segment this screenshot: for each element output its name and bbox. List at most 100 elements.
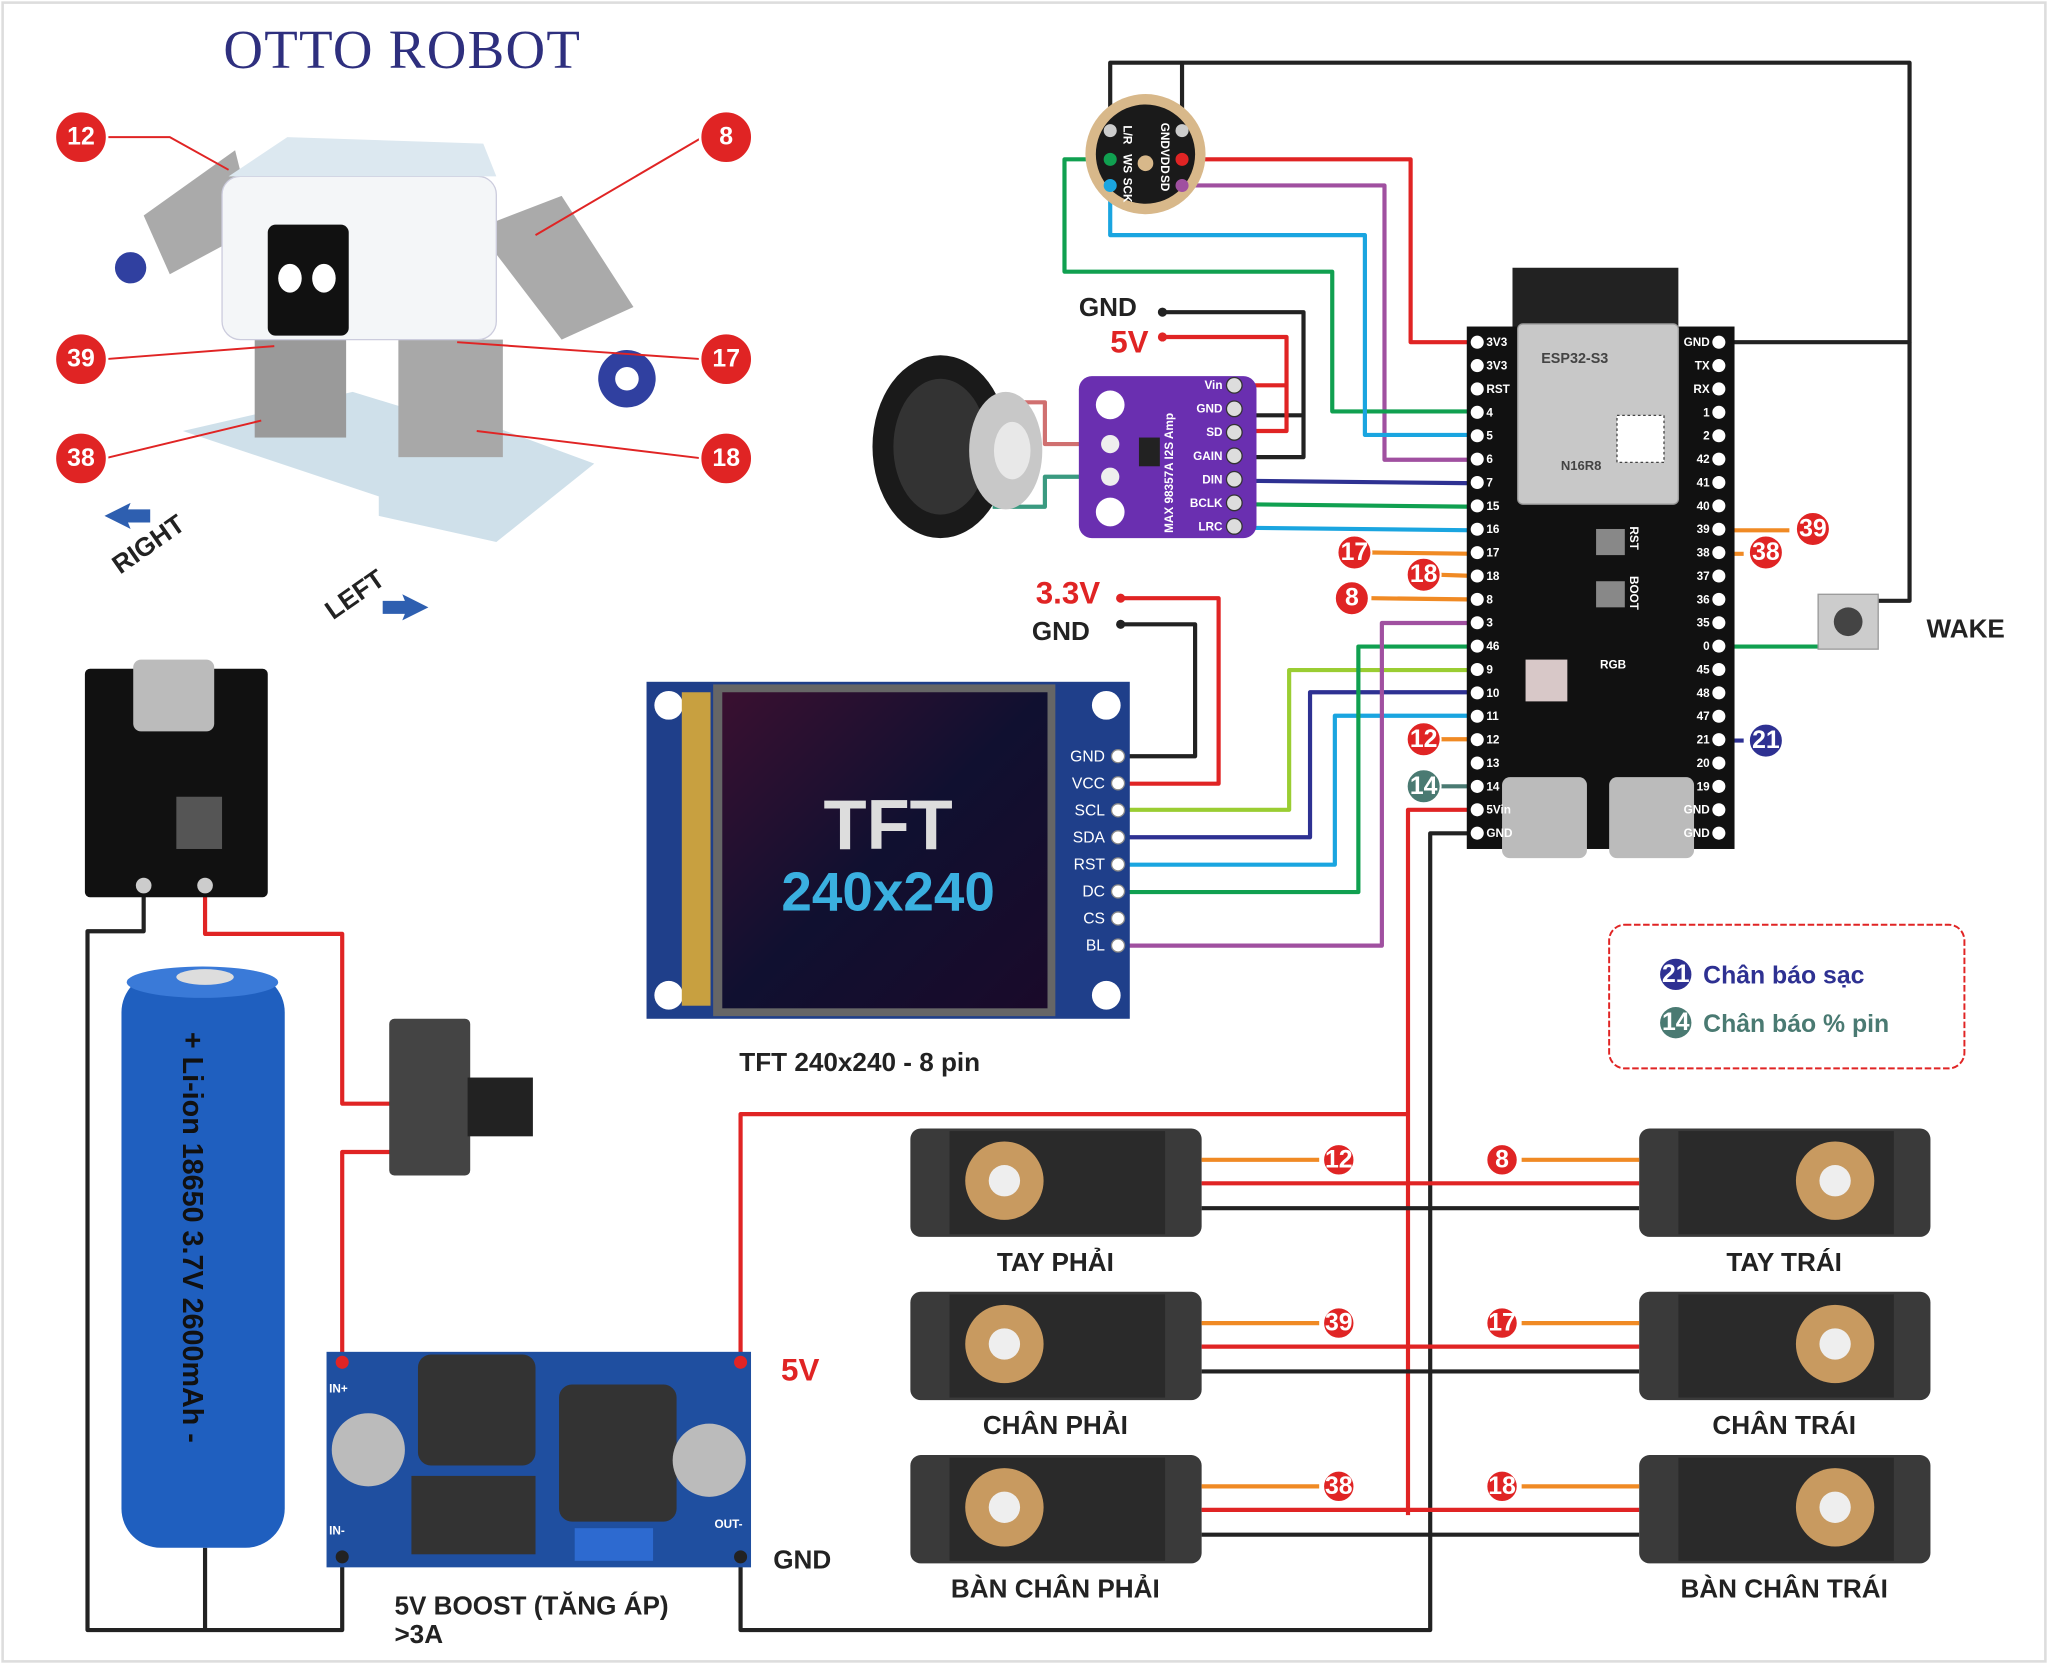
svg-text:17: 17 (712, 346, 740, 373)
esp32-pin-label: 38 (1697, 547, 1711, 560)
esp32-pin (1470, 686, 1484, 700)
esp32-pin-label: 3V3 (1486, 360, 1507, 373)
svg-text:12: 12 (67, 124, 95, 151)
esp32-pin-label: GND (1486, 827, 1512, 840)
legend-item-charging: 21 Chân báo sạc (1660, 958, 1865, 991)
rst-button[interactable] (1596, 528, 1625, 556)
tft-pin (1110, 938, 1126, 953)
tft-pin-label: RST (1074, 857, 1106, 874)
tft-pin (1110, 749, 1126, 764)
esp32-pin-label: 7 (1486, 476, 1493, 489)
boot-button[interactable] (1596, 581, 1625, 608)
svg-text:8: 8 (1345, 585, 1359, 612)
servo-pin-callout (1485, 1469, 1519, 1504)
callout-12: 12 (53, 109, 109, 165)
mic-pin-label: VDD (1158, 149, 1171, 174)
amp-pin-label: BCLK (1190, 497, 1223, 510)
esp32-pin (1712, 382, 1726, 396)
esp32-pin-label: 2 (1703, 430, 1710, 443)
tft-pin-label: CS (1083, 911, 1105, 928)
boost-caption: 5V BOOST (TĂNG ÁP) (394, 1590, 668, 1620)
esp32-pin-label: 9 (1486, 663, 1493, 676)
boost-pin-in-plus: IN+ (329, 1382, 348, 1395)
callout-17: 17 (698, 331, 754, 387)
esp32-pin-label: 1 (1703, 406, 1710, 419)
legend: 21 Chân báo sạc 14 Chân báo % pin (1608, 923, 1966, 1070)
robot-callout-lines (104, 136, 704, 460)
servo-label: BÀN CHÂN TRÁI (1680, 1573, 1887, 1603)
svg-text:39: 39 (67, 346, 95, 373)
tft-screen-title: TFT (824, 785, 953, 864)
esp32-pin (1470, 639, 1484, 653)
svg-text:21: 21 (1662, 961, 1690, 988)
esp32-pin (1470, 499, 1484, 513)
tft-pin (1110, 884, 1126, 899)
tft-screen-resolution: 240x240 (781, 860, 995, 922)
esp32-s3-board: ESP32-S3 N16R8 RST BOOT RGB 3V33V3RST456… (1466, 267, 1735, 859)
amp-name: MAX 98357A I2S Amp (1163, 413, 1176, 533)
callout-17: 17 (1336, 534, 1373, 571)
esp32-pin-label: 3 (1486, 617, 1493, 630)
esp32-pin (1470, 803, 1484, 817)
esp32-pin (1470, 405, 1484, 419)
esp32-pin (1470, 592, 1484, 606)
esp32-pin (1470, 452, 1484, 466)
esp32-pin-label: 36 (1697, 593, 1711, 606)
amp-pin (1225, 494, 1243, 512)
servo-pin-callout (1322, 1469, 1356, 1504)
esp32-pin (1470, 335, 1484, 349)
callout-8: 8 (1333, 580, 1370, 617)
svg-text:21: 21 (1752, 727, 1780, 754)
speaker (872, 355, 1043, 539)
servo-pin-callout (1322, 1306, 1356, 1340)
esp32-pin (1712, 662, 1726, 677)
amp-pin-label: SD (1206, 426, 1222, 439)
power-switch[interactable] (389, 1018, 533, 1176)
tft-pin (1110, 830, 1126, 845)
tft-pin-label: BL (1086, 938, 1105, 955)
i2s-microphone: L/R WS SCK GND VDD SD (1085, 94, 1206, 215)
amp-5v-label: 5V (1110, 325, 1148, 360)
servo-pin-number: 39 (1325, 1310, 1353, 1337)
servo-pin-number: 8 (1495, 1146, 1509, 1173)
esp32-pin (1712, 499, 1726, 513)
boost-pin-out-minus: OUT- (714, 1518, 742, 1531)
amp-pin-label: GND (1196, 403, 1222, 416)
tft-3v3-label: 3.3V (1036, 575, 1101, 610)
esp32-pin (1470, 733, 1484, 747)
usb-c-port-2[interactable] (1609, 777, 1695, 859)
usb-c-port-1[interactable] (1502, 777, 1587, 859)
servo-pin-callout (1485, 1143, 1519, 1177)
boost-converter: IN+ IN- OUT- (326, 1351, 752, 1568)
qr-code-icon (1616, 414, 1665, 464)
callout-18: 18 (698, 431, 754, 486)
esp32-module-name: ESP32-S3 (1541, 351, 1608, 367)
callout-12: 12 (1405, 721, 1442, 758)
esp32-pin (1712, 826, 1726, 840)
mic-pin-label: L/R (1120, 125, 1133, 144)
esp32-pin-label: 45 (1697, 663, 1711, 676)
esp32-pin-label: 40 (1697, 500, 1711, 513)
esp32-pin-label: 12 (1486, 734, 1500, 747)
esp32-pin-label: 19 (1697, 780, 1711, 793)
tft-pin-label: SDA (1073, 830, 1106, 847)
wake-button[interactable] (1817, 593, 1879, 650)
esp32-pin-label: 47 (1697, 710, 1711, 723)
robot-callouts: 12 8 39 17 38 18 (53, 109, 754, 486)
esp32-pin (1470, 382, 1484, 396)
esp32-pin-label: 16 (1486, 523, 1500, 536)
esp32-pin (1470, 546, 1484, 560)
esp32-pin (1470, 756, 1484, 770)
esp32-pin-label: GND (1684, 336, 1710, 349)
esp32-pin-label: 39 (1697, 523, 1711, 536)
callout-18: 18 (1405, 556, 1442, 593)
wires (85, 60, 1912, 1633)
amp-pin (1225, 376, 1243, 394)
esp32-pin-label: 0 (1703, 640, 1710, 653)
servo-label: CHÂN TRÁI (1712, 1410, 1856, 1440)
boost-caption-current: >3A (394, 1619, 443, 1649)
